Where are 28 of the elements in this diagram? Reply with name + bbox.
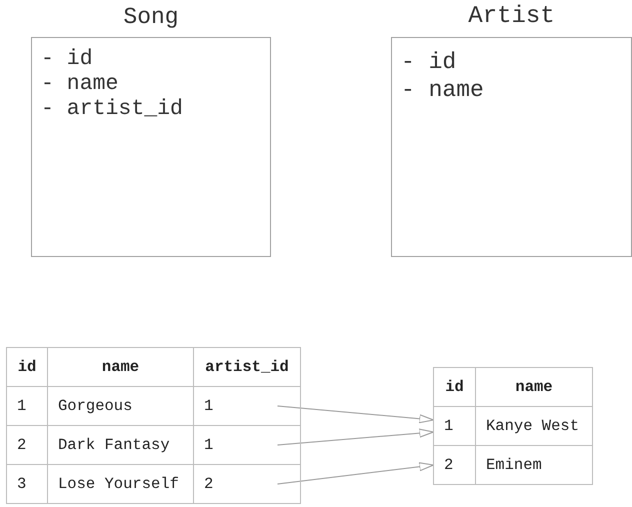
- table-cell: Eminem: [476, 446, 592, 484]
- attribute-item: - id: [401, 48, 456, 76]
- arrow: [277, 428, 434, 446]
- table-cell: 3: [6, 464, 48, 504]
- table-cell: 1: [194, 386, 300, 426]
- attribute-item: - name: [41, 72, 118, 97]
- header-cell: id: [6, 348, 48, 386]
- entity-title: Song: [123, 3, 179, 31]
- arrow: [277, 462, 434, 484]
- attribute-item: - artist_id: [41, 97, 183, 122]
- table-cell: 2: [6, 426, 48, 464]
- table-cell: Gorgeous: [48, 386, 194, 426]
- table-cell: 1: [6, 386, 48, 426]
- header-cell: name: [48, 348, 194, 386]
- table-cell: Lose Yourself: [48, 464, 194, 504]
- header-cell: name: [476, 368, 592, 406]
- entity-title: Artist: [468, 3, 555, 31]
- table-cell: 1: [434, 406, 476, 446]
- arrow: [277, 406, 434, 424]
- table-cell: 2: [434, 446, 476, 484]
- table-cell: Dark Fantasy: [48, 426, 194, 464]
- table-cell: 2: [194, 464, 300, 504]
- header-cell: artist_id: [194, 348, 300, 386]
- attribute-item: - name: [401, 76, 484, 104]
- attribute-item: - id: [41, 47, 93, 72]
- table-cell: 1: [194, 426, 300, 464]
- table-cell: Kanye West: [476, 406, 592, 446]
- header-cell: id: [434, 368, 476, 406]
